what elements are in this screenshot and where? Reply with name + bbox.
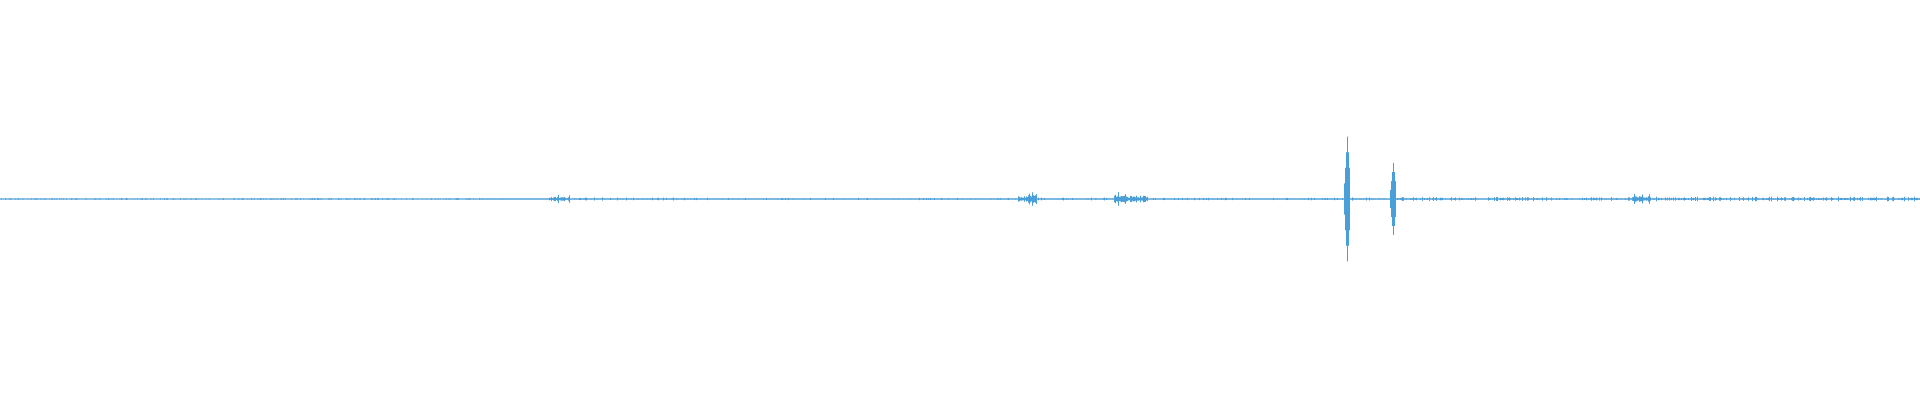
waveform-samples (1, 136, 1920, 262)
